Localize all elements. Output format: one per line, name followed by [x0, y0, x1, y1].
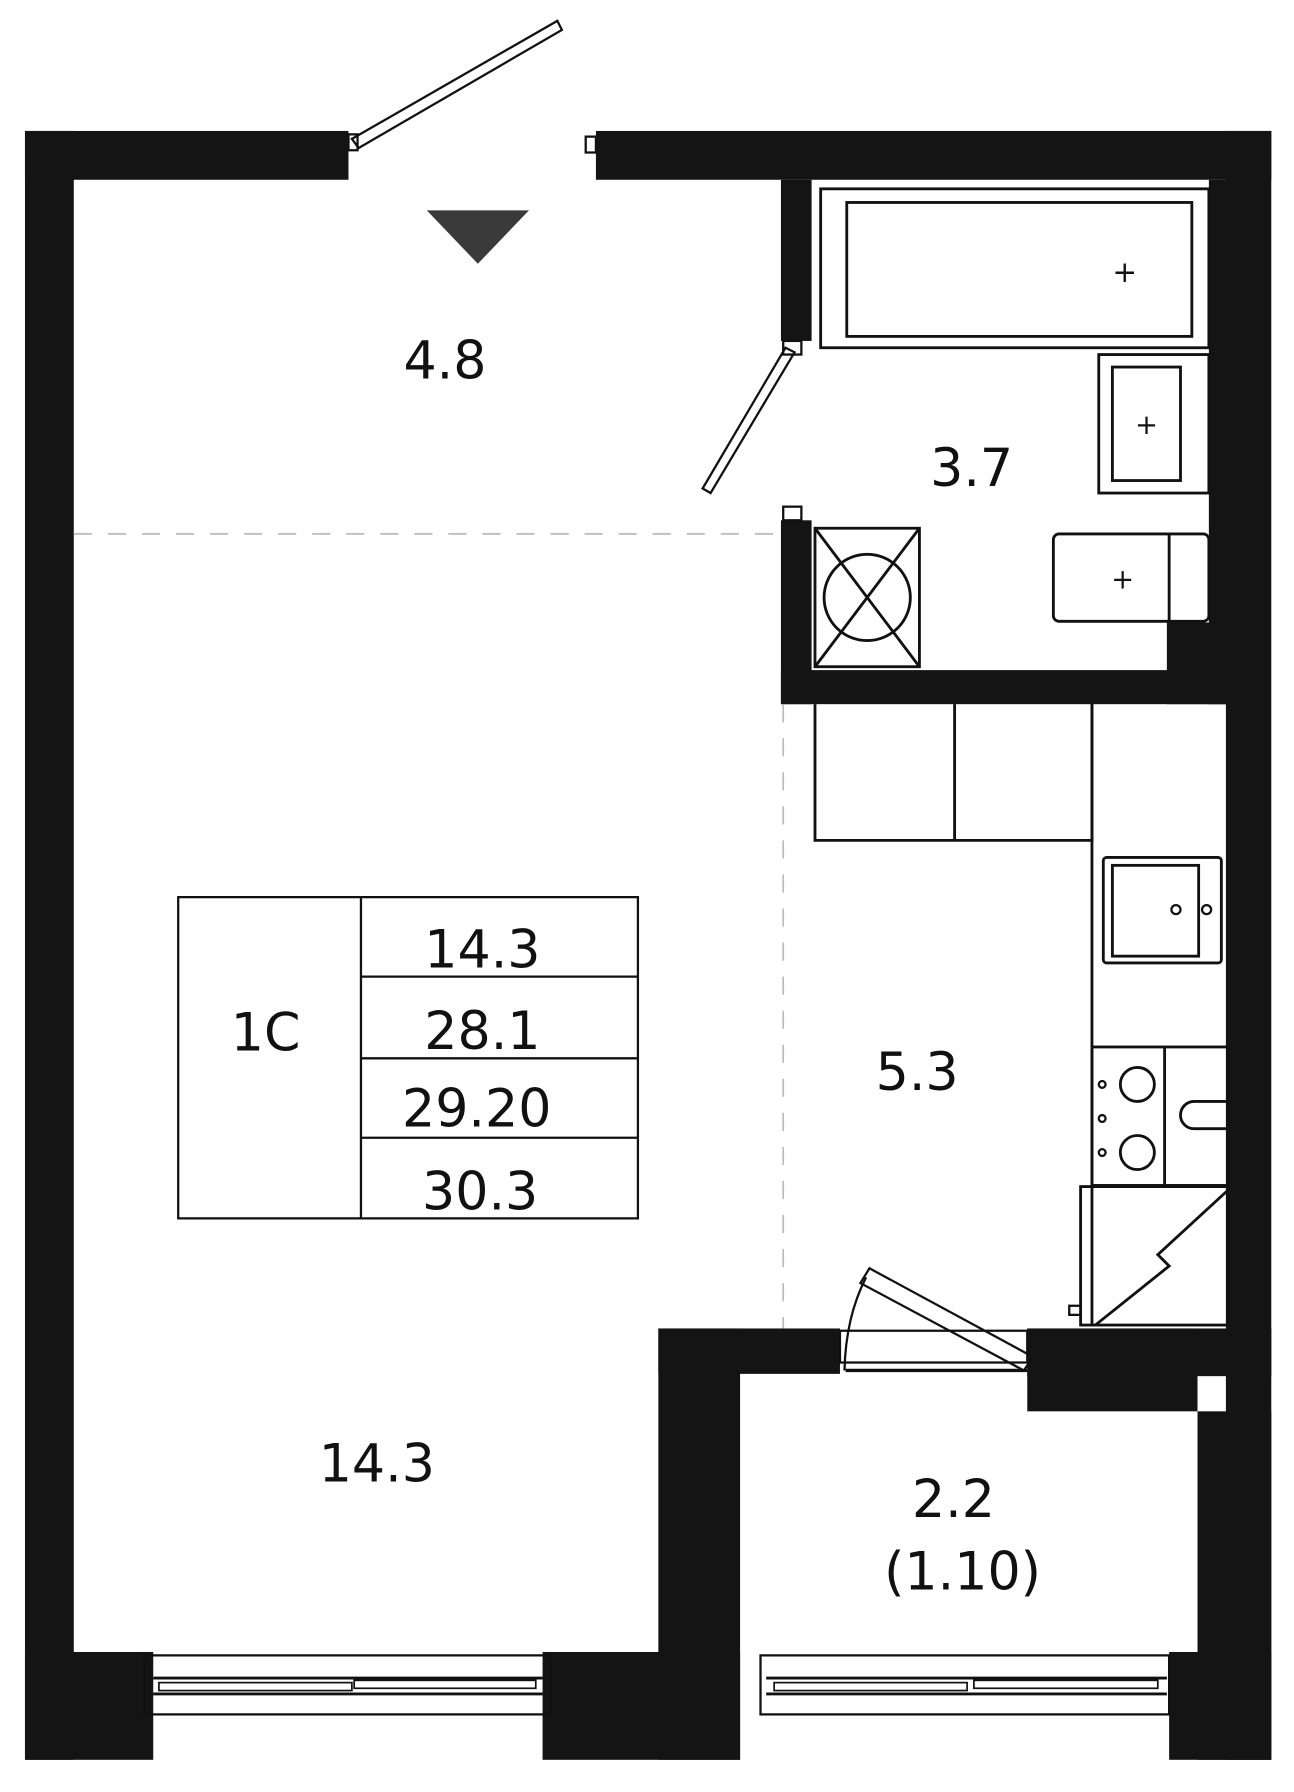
summary-total-no-balcony: 28.1 — [424, 1002, 540, 1062]
washbasin: + — [1097, 353, 1211, 495]
walls — [24, 130, 1272, 1760]
summary-total-reduced: 29.20 — [402, 1079, 551, 1139]
entrance-door — [347, 19, 598, 154]
room-area-living: 14.3 — [319, 1435, 435, 1495]
kitchen-fridge — [1068, 1185, 1230, 1327]
ventilation-shaft — [813, 526, 921, 669]
entrance-marker-icon — [426, 210, 529, 264]
room-area-balcony: 2.2 — [912, 1470, 995, 1530]
svg-text:+: + — [1112, 255, 1137, 289]
summary-living-area: 14.3 — [424, 921, 540, 981]
balcony-door — [838, 1266, 1035, 1373]
apartment-type: 1С — [231, 1003, 301, 1063]
kitchen-stove — [1090, 1045, 1230, 1187]
bathtub: + — [819, 187, 1211, 350]
window-balcony — [759, 1654, 1171, 1716]
summary-total-area: 30.3 — [422, 1162, 538, 1222]
svg-text:+: + — [1111, 564, 1134, 595]
room-area-bathroom: 3.7 — [930, 439, 1013, 499]
room-area-hall: 4.8 — [403, 331, 486, 391]
kitchen-cabinets-upper — [813, 704, 1094, 1187]
apartment-summary-table: 1С 14.3 28.1 29.20 30.3 — [177, 895, 640, 1222]
window-living — [143, 1654, 552, 1716]
bathroom-door — [701, 339, 803, 522]
room-area-balcony-reduced: (1.10) — [884, 1543, 1041, 1603]
svg-text:+: + — [1135, 410, 1158, 441]
kitchen-sink — [1101, 855, 1223, 965]
toilet: + — [1051, 532, 1211, 623]
room-area-kitchen: 5.3 — [876, 1043, 959, 1103]
